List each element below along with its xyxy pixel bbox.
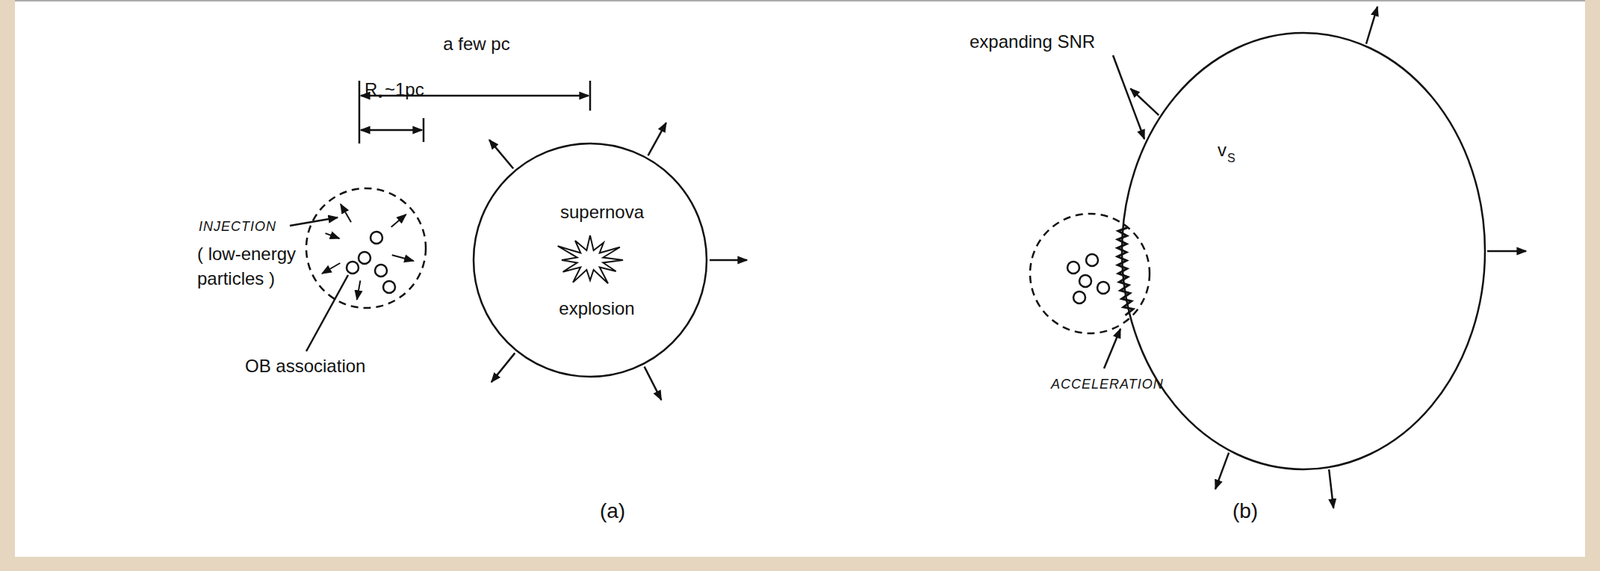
particle-arrow <box>391 214 407 228</box>
figure-label: • <box>377 88 383 104</box>
dimension-tick <box>589 80 592 111</box>
figure-label: ~1pc <box>384 76 425 102</box>
figure-label: v <box>1217 137 1227 163</box>
star-symbol <box>1073 291 1086 304</box>
figure-label: R <box>364 76 378 102</box>
acceleration-zone <box>1117 227 1134 316</box>
star-symbol <box>1086 253 1099 266</box>
expansion-arrow <box>709 259 747 262</box>
node-text: explosion <box>558 295 635 321</box>
star-symbol <box>1097 281 1110 294</box>
particle-arrow <box>392 254 414 261</box>
expansion-arrow <box>644 366 662 401</box>
injection-arrow <box>289 217 338 226</box>
node-text: supernova <box>560 199 644 225</box>
expansion-arrow <box>1487 250 1527 253</box>
expansion-arrow <box>648 122 667 156</box>
expanding-snr-shell <box>1121 32 1485 470</box>
circle-outline <box>473 143 707 377</box>
ob-association-dashed <box>1030 213 1150 334</box>
leader-line <box>306 274 349 352</box>
ob-association-dashed <box>306 188 426 308</box>
expansion-arrow <box>1366 6 1378 45</box>
star-symbol <box>346 261 359 274</box>
explosion-symbol <box>557 235 623 284</box>
figure-label: INJECTION <box>198 214 277 240</box>
particle-arrow <box>357 280 361 300</box>
expansion-arrow <box>489 139 514 169</box>
figure-label: (a) <box>599 498 626 523</box>
star-symbol <box>383 280 396 293</box>
leader-arrow <box>1104 328 1121 369</box>
circle-outline <box>472 141 709 378</box>
expansion-arrow <box>1130 88 1159 116</box>
star-symbol <box>374 264 387 277</box>
figure-label: OB association <box>245 353 366 378</box>
figure-label: S <box>1227 150 1236 166</box>
particle-arrow <box>324 233 340 239</box>
expansion-arrow <box>1215 452 1229 490</box>
figure-label: ( low-energy particles ) <box>197 241 328 291</box>
figure-label: ACCELERATION <box>1050 371 1164 397</box>
dimension-tick <box>422 118 426 142</box>
figure-label: a few pc <box>442 31 510 57</box>
particle-arrow <box>321 262 340 274</box>
dimension-tick <box>358 80 361 144</box>
panel-edge <box>14 0 1586 2</box>
star-symbol <box>370 231 383 244</box>
star-symbol <box>358 251 371 264</box>
supernova-circle: supernova explosion <box>472 141 709 378</box>
particle-arrow <box>340 203 352 222</box>
expansion-arrow <box>1328 469 1334 508</box>
dimension-line <box>360 129 423 132</box>
white-panel <box>14 0 1586 557</box>
star-symbol <box>1079 274 1092 287</box>
figure-label: expanding SNR <box>969 29 1096 54</box>
star-symbol <box>1067 261 1080 274</box>
expansion-arrow <box>491 352 515 382</box>
figure-label: (b) <box>1232 498 1258 523</box>
